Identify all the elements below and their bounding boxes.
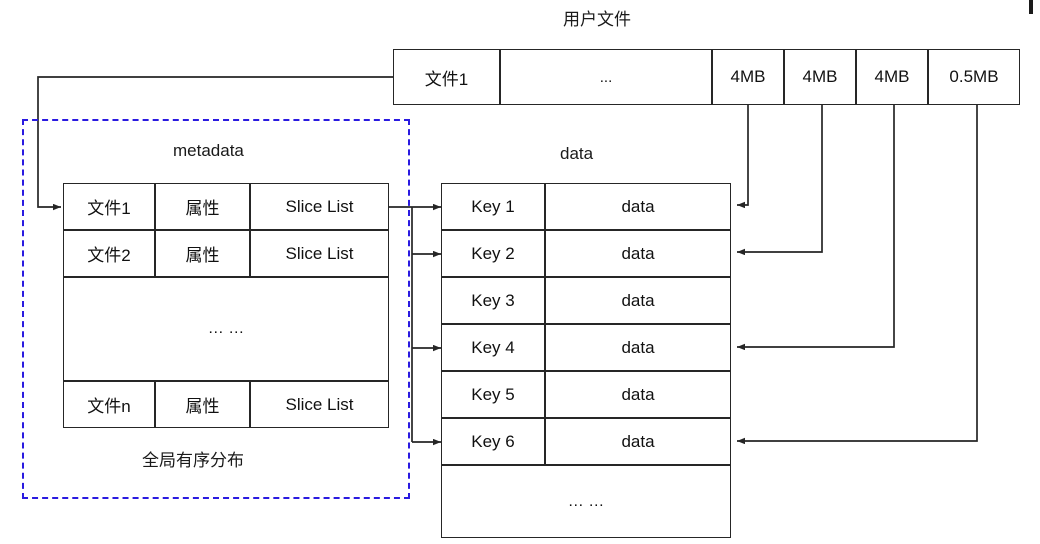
arrow-chunk4-to-key6	[737, 105, 978, 445]
data-table-key-6: Key 6	[441, 418, 545, 465]
metadata-cell-name-1: 文件1	[63, 183, 155, 230]
metadata-cell-attr-1: 属性	[155, 183, 250, 230]
data-table-key-5: Key 5	[441, 371, 545, 418]
metadata-cell-attr-n: 属性	[155, 381, 250, 428]
user-file-cell-chunk-4: 0.5MB	[928, 49, 1020, 105]
user-file-title: 用户文件	[563, 10, 631, 29]
data-table-value-3: data	[545, 277, 731, 324]
data-table-title: data	[560, 144, 594, 163]
data-table-key-2: Key 2	[441, 230, 545, 277]
user-file-cell-ellipsis: ...	[500, 49, 712, 105]
metadata-cell-name-n: 文件n	[63, 381, 155, 428]
metadata-cell-slicelist-2: Slice List	[250, 230, 389, 277]
metadata-cell-slicelist-1: Slice List	[250, 183, 389, 230]
data-table-key-1: Key 1	[441, 183, 545, 230]
metadata-cell-name-2: 文件2	[63, 230, 155, 277]
metadata-title: metadata	[173, 141, 244, 160]
corner-mark	[1029, 0, 1033, 14]
data-table-row-ellipsis: … …	[441, 465, 731, 538]
user-file-cell-chunk-2: 4MB	[784, 49, 856, 105]
arrow-chunk2-to-key2	[737, 105, 823, 256]
data-table-value-4: data	[545, 324, 731, 371]
arrow-chunk3-to-key4	[737, 105, 895, 351]
metadata-row-ellipsis: … …	[63, 277, 389, 381]
data-table-value-1: data	[545, 183, 731, 230]
user-file-cell-chunk-3: 4MB	[856, 49, 928, 105]
global-sorted-region	[22, 119, 410, 499]
user-file-cell-chunk-1: 4MB	[712, 49, 784, 105]
data-table-key-4: Key 4	[441, 324, 545, 371]
user-file-cell-name: 文件1	[393, 49, 500, 105]
arrow-chunk1-to-key1	[737, 105, 749, 209]
data-table-key-3: Key 3	[441, 277, 545, 324]
data-table-value-5: data	[545, 371, 731, 418]
metadata-cell-attr-2: 属性	[155, 230, 250, 277]
data-table-value-6: data	[545, 418, 731, 465]
metadata-footer-label: 全局有序分布	[142, 451, 244, 470]
metadata-cell-slicelist-n: Slice List	[250, 381, 389, 428]
data-table-value-2: data	[545, 230, 731, 277]
